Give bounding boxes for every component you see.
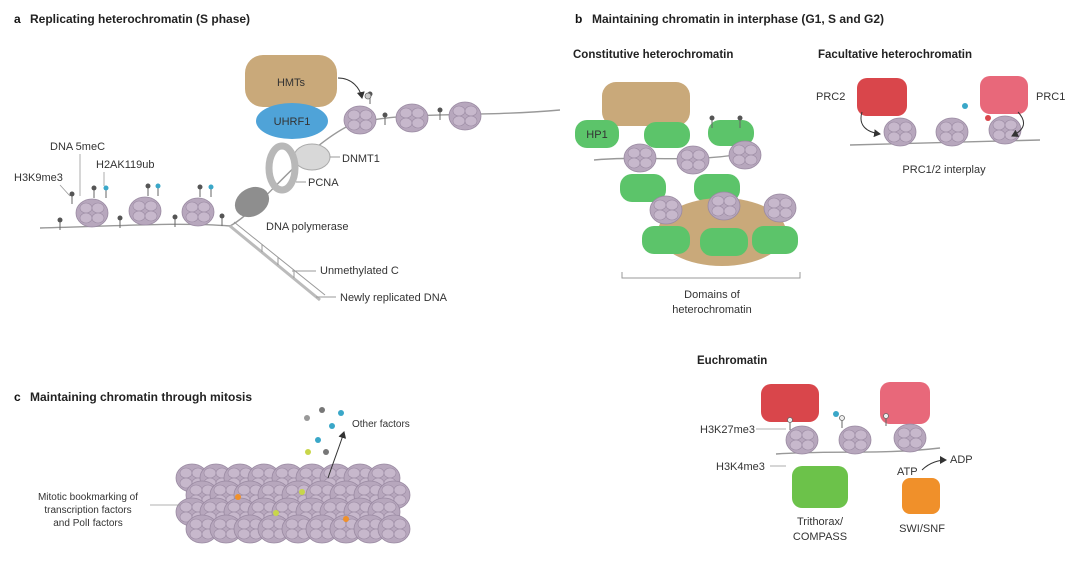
nucleosome	[988, 115, 1022, 145]
hp1-protein	[644, 122, 690, 148]
prc1-complex	[980, 76, 1028, 114]
panel-a-title: Replicating heterochromatin (S phase)	[30, 12, 250, 26]
newly-replicated-label: Newly replicated DNA	[340, 292, 448, 304]
nucleosome	[649, 195, 683, 225]
nucleosome	[707, 191, 741, 221]
nucleosome	[448, 101, 482, 131]
dna-polymerase-label: DNA polymerase	[266, 221, 349, 233]
euchromatin-prc2	[761, 384, 819, 422]
swisnf-complex	[902, 478, 940, 514]
unmethylated-c-label: Unmethylated C	[320, 265, 399, 277]
hp1-label: HP1	[586, 129, 607, 141]
bookmark-label-3: and PolI factors	[53, 518, 122, 529]
pcna-ring	[265, 142, 299, 194]
nucleosome	[893, 423, 927, 453]
hmts-complex	[245, 55, 337, 107]
nucleosome	[838, 425, 872, 455]
h3k9me3-label: H3K9me3	[14, 172, 63, 184]
newly-replicated-strand	[229, 224, 321, 302]
mitotic-chromatin	[175, 463, 411, 544]
hp1-protein	[642, 226, 690, 254]
trithorax-complex	[792, 466, 848, 508]
atp-label: ATP	[897, 466, 918, 478]
bookmark-factor	[235, 494, 241, 500]
h2ak119ub-label: H2AK119ub	[96, 159, 155, 171]
nucleosome	[785, 425, 819, 455]
panel-b-letter: b	[575, 12, 582, 26]
hp1-protein	[620, 174, 666, 202]
facultative-title: Facultative heterochromatin	[818, 49, 972, 61]
dnmt1-protein	[293, 143, 331, 171]
adp-label: ADP	[950, 454, 973, 466]
prc-interplay-label: PRC1/2 interplay	[902, 164, 986, 176]
dna-5mec-label: DNA 5meC	[50, 141, 105, 153]
domain-bracket	[621, 272, 801, 279]
uhrf1-protein	[256, 103, 328, 139]
trithorax-label-1: Trithorax/	[797, 516, 844, 528]
nucleosome	[181, 197, 215, 227]
nucleosome	[377, 514, 411, 544]
dna-polymerase	[234, 186, 270, 218]
prc1-label: PRC1	[1036, 91, 1065, 103]
hp1-protein	[575, 120, 619, 148]
hp1-protein	[700, 228, 748, 256]
prc2-complex	[857, 78, 907, 116]
bookmark-factor	[299, 489, 305, 495]
nucleosome	[623, 143, 657, 173]
pcna-label: PCNA	[308, 177, 339, 189]
nucleosome	[75, 198, 109, 228]
panel-c: c Maintaining chromatin through mitosis …	[14, 390, 411, 544]
panel-a: a Replicating heterochromatin (S phase)	[14, 12, 561, 304]
bookmark-label-2: transcription factors	[44, 505, 131, 516]
bookmark-factor	[273, 510, 279, 516]
other-factors-label: Other factors	[352, 419, 410, 430]
panel-c-title: Maintaining chromatin through mitosis	[30, 390, 252, 404]
hmts-label: HMTs	[277, 77, 306, 89]
swisnf-label: SWI/SNF	[899, 523, 945, 535]
bookmark-factor	[343, 516, 349, 522]
nucleosome	[128, 196, 162, 226]
h3k4me3-label: H3K4me3	[716, 461, 765, 473]
uhrf1-label: UHRF1	[274, 116, 311, 128]
nucleosome	[343, 105, 377, 135]
constitutive-title: Constitutive heterochromatin	[573, 49, 733, 61]
panel-b-title: Maintaining chromatin in interphase (G1,…	[592, 12, 884, 26]
panel-a-letter: a	[14, 12, 21, 26]
dnmt1-label: DNMT1	[342, 153, 380, 165]
nucleosome	[935, 117, 969, 147]
prc2-label: PRC2	[816, 91, 845, 103]
bookmark-label-1: Mitotic bookmarking of	[38, 492, 138, 503]
panel-b: b Maintaining chromatin in interphase (G…	[573, 12, 1065, 543]
constitutive-hmt	[602, 82, 690, 126]
euchromatin-title: Euchromatin	[697, 355, 767, 367]
nucleosome	[728, 140, 762, 170]
nucleosome	[763, 193, 797, 223]
domains-label-1: Domains of	[684, 289, 741, 301]
hp1-protein	[708, 120, 754, 146]
nucleosome	[883, 117, 917, 147]
h3k27me3-label: H3K27me3	[700, 424, 755, 436]
trithorax-label-2: COMPASS	[793, 531, 847, 543]
domains-label-2: heterochromatin	[672, 304, 752, 316]
hp1-protein	[752, 226, 798, 254]
euchromatin-prc1	[880, 382, 930, 424]
nucleosome	[395, 103, 429, 133]
panel-c-letter: c	[14, 390, 21, 404]
nucleosome	[676, 145, 710, 175]
